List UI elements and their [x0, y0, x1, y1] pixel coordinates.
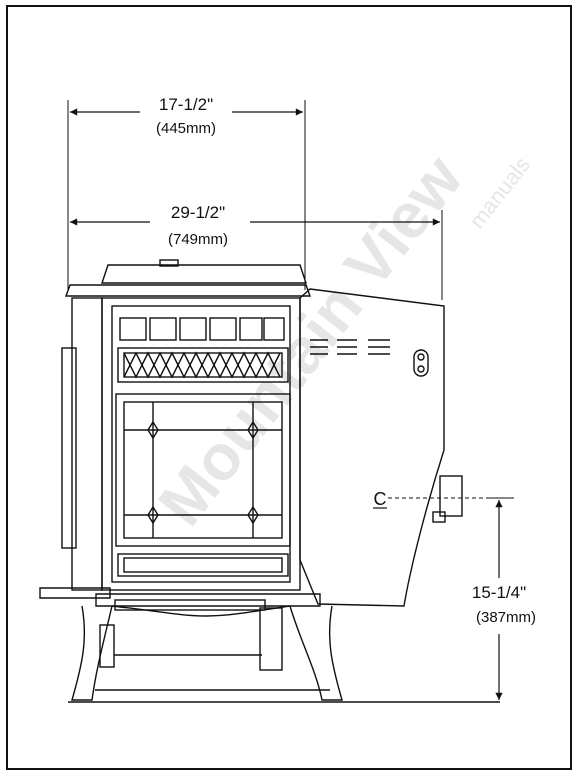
flue-height-value: 15-1/4" — [472, 583, 526, 602]
stove-side-view — [39, 259, 463, 701]
flue-centerline: C — [373, 489, 514, 509]
flue-height-metric: (387mm) — [476, 609, 536, 626]
stove-lid — [101, 264, 307, 284]
lattice-band — [117, 347, 289, 383]
dimension-flue-height: 15-1/4" (387mm) — [462, 500, 536, 700]
depth-top-value: 17-1/2" — [159, 95, 213, 114]
front-leg — [71, 605, 113, 701]
watermark-small: manuals — [464, 152, 535, 233]
page-border — [6, 5, 572, 770]
depth-top-metric: (445mm) — [156, 120, 216, 137]
top-window-panes — [119, 317, 285, 341]
dimension-depth-top: 17-1/2" (445mm) — [70, 95, 303, 137]
rear-leg — [289, 605, 343, 701]
depth-overall-value: 29-1/2" — [171, 203, 225, 222]
front-ledge — [39, 587, 111, 599]
ash-drawer — [117, 553, 289, 577]
door-handle-rail — [61, 347, 77, 549]
extension-lines — [67, 100, 443, 300]
centerline-symbol: C — [374, 489, 387, 509]
stove-rear-body — [299, 288, 445, 607]
pedestal-switch — [99, 624, 115, 668]
rear-leg-bracket — [259, 607, 283, 671]
stove-top-plate — [65, 284, 311, 297]
rear-louvers — [310, 339, 390, 355]
flue-collar — [439, 475, 463, 517]
rear-control-plate — [413, 349, 429, 377]
stove-base — [95, 593, 321, 607]
dimension-depth-overall: 29-1/2" (749mm) — [70, 203, 440, 248]
stove-front-frame — [101, 297, 301, 591]
glass-door — [115, 393, 291, 547]
depth-overall-metric: (749mm) — [168, 231, 228, 248]
